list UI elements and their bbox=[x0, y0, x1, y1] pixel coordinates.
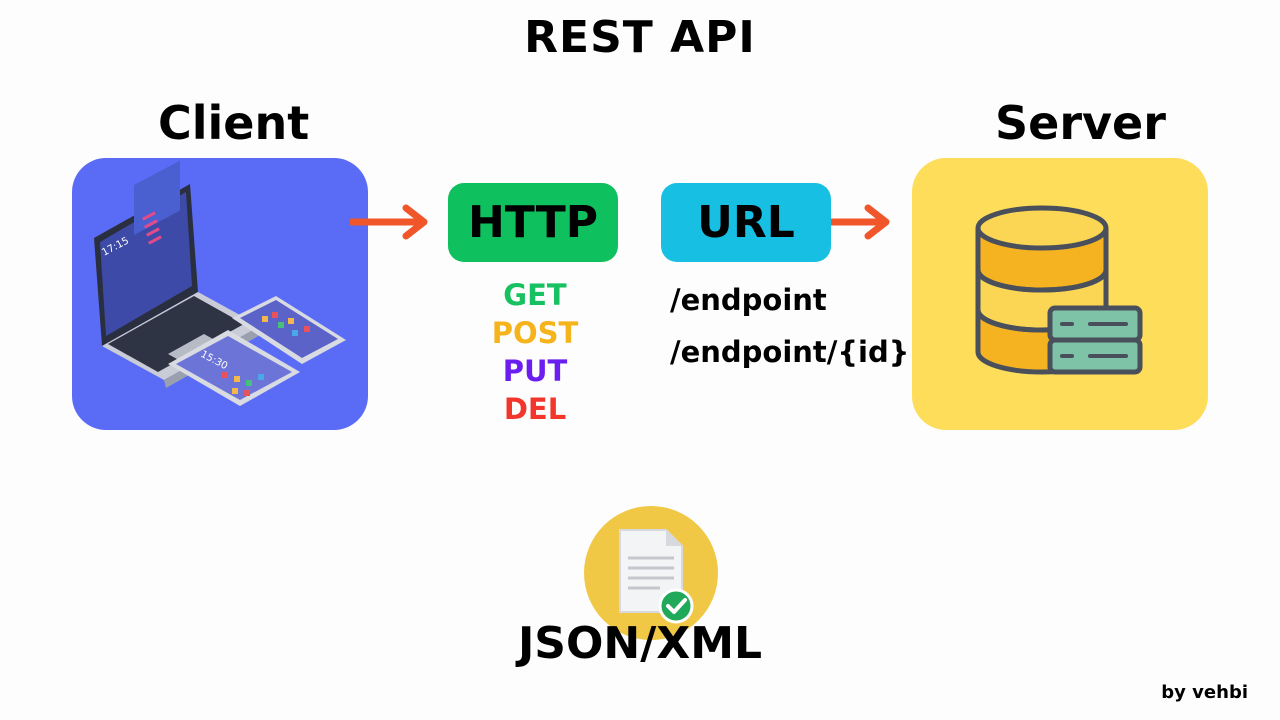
document-check-icon bbox=[584, 506, 718, 640]
server-label: Server bbox=[995, 96, 1166, 150]
laptop-tablet-phone-icon: 17:15 15:30 bbox=[94, 160, 346, 406]
client-label: Client bbox=[158, 96, 310, 150]
http-label: HTTP bbox=[467, 197, 599, 248]
server-panel bbox=[912, 158, 1208, 430]
client-panel: 17:15 15:30 bbox=[72, 158, 368, 430]
http-box: HTTP bbox=[448, 183, 618, 262]
method-put: PUT bbox=[502, 354, 568, 388]
endpoint-list: /endpoint /endpoint/{id} bbox=[670, 274, 909, 378]
endpoint-item: /endpoint/{id} bbox=[670, 335, 910, 369]
url-box: URL bbox=[661, 183, 831, 262]
author-credit: by vehbi bbox=[1161, 682, 1248, 703]
method-del: DEL bbox=[503, 392, 567, 426]
method-get: GET bbox=[503, 278, 567, 312]
endpoint-item: /endpoint bbox=[670, 283, 827, 317]
database-server-icon bbox=[975, 205, 1143, 375]
arrow-right-icon bbox=[350, 204, 428, 240]
diagram-title: REST API bbox=[524, 12, 756, 63]
http-methods-list: GET POST PUT DEL bbox=[450, 276, 620, 428]
url-label: URL bbox=[697, 197, 795, 248]
method-post: POST bbox=[491, 316, 579, 350]
format-label: JSON/XML bbox=[517, 618, 763, 669]
